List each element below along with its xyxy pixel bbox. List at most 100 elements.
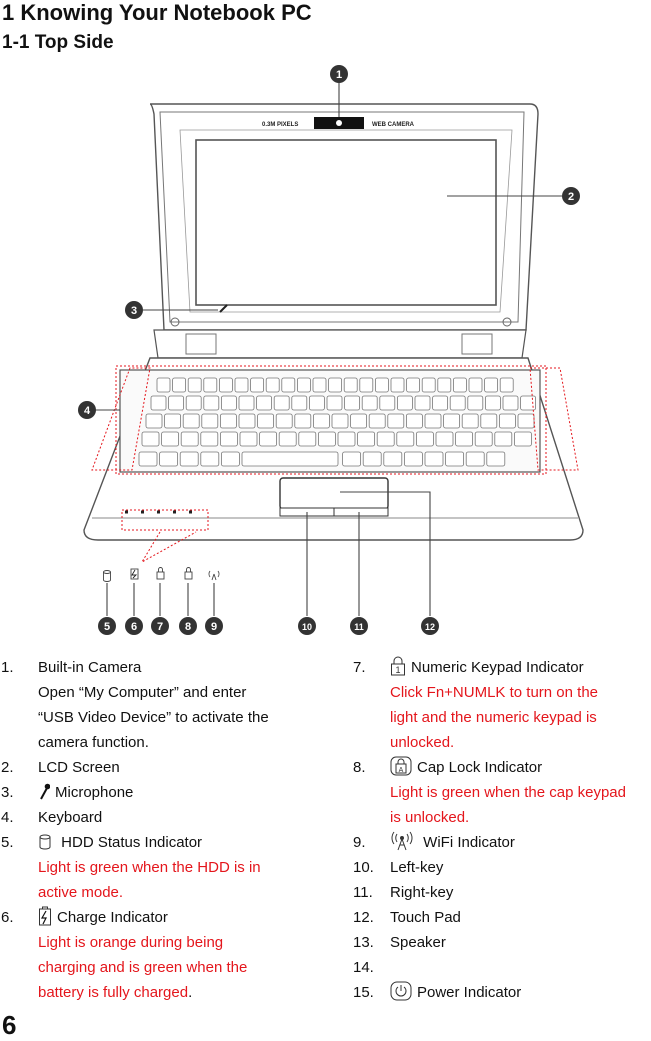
keyboard-key [359,377,374,393]
description-line: active mode. [38,884,124,901]
list-item-text: Right-key [390,884,454,901]
touchpad-right-key [333,507,389,517]
keyboard-key [234,377,249,393]
keyboard-key [443,413,461,429]
keyboard-key [357,431,376,447]
keyboard-key [337,431,356,447]
keyboard-key [180,431,199,447]
keyboard-key [138,451,158,467]
description-line: “USB Video Device” to activate the [38,709,269,726]
description-line: Click Fn+NUMLK to turn on the [390,684,599,701]
callout-12-circle [421,617,439,635]
keyboard-key [291,395,308,411]
keyboard-key [502,395,519,411]
list-item-description: Click Fn+NUMLK to turn on the [353,680,651,705]
keyboard-key [465,451,485,467]
description-line: light and the numeric keypad is [390,709,597,726]
keyboard-key [200,451,220,467]
keyboard-key [437,377,452,393]
list-item-text: Charge Indicator [57,909,168,926]
list-item-number: 5. [1,834,14,851]
page-title: 1 Knowing Your Notebook PC [2,0,312,25]
list-item-text: Speaker [390,934,446,951]
keyboard-key [376,431,395,447]
keyboard-key [405,413,423,429]
list-item-label: Charge Indicator [38,905,168,934]
list-item-description: unlocked. [353,730,651,755]
numlock-icon: 1 [390,656,406,684]
list-item-description: charging and is green when the [1,955,316,980]
callout-3-circle [125,301,143,319]
list-item: 1. Built-in Camera [1,655,316,680]
callout-7-circle [151,617,169,635]
list-item-number: 1. [1,659,14,676]
hdd-icon [38,833,52,859]
power-icon [390,981,412,1009]
base [83,357,584,541]
keyboard-key [298,431,317,447]
keyboard-key [390,377,405,393]
camera-text-left: 0.3M PIXELS [262,122,298,128]
camera-icon [336,120,342,126]
keyboard-key [494,431,513,447]
list-item: 11.Right-key [353,880,651,905]
keyboard-key [421,377,436,393]
keyboard-key [187,377,202,393]
callout-11-circle [350,617,368,635]
list-item-label: Left-key [390,855,443,880]
list-item-description: battery is fully charged. [1,980,316,1005]
list-item-description: is unlocked. [353,805,651,830]
list-item-text: Built-in Camera [38,659,142,676]
keyboard-key [278,431,297,447]
list-item-description: Open “My Computer” and enter [1,680,316,705]
list-item-text: Numeric Keypad Indicator [411,659,584,676]
list-item-text: Cap Lock Indicator [417,759,543,776]
callout-10-circle [298,617,316,635]
keyboard-key [498,413,516,429]
keyboard-key [344,395,361,411]
description-line: unlocked. [390,734,455,751]
callout-9-circle [205,617,223,635]
keyboard-key [455,431,474,447]
list-item-description: camera function. [1,730,316,755]
list-item-description: Light is orange during being [1,930,316,955]
keyboard-key [220,451,240,467]
callout-1-circle [330,65,348,83]
keyboard-key [343,377,358,393]
list-item: 4.Keyboard [1,805,316,830]
list-item-description: Light is green when the cap keypad [353,780,651,805]
keyboard-key [342,451,362,467]
keyboard-key [361,395,378,411]
keyboard-key [259,431,278,447]
keyboard-key [415,431,434,447]
microphone-mark [219,304,228,313]
keyboard-key [499,377,514,393]
description-suffix: . [188,984,193,1001]
keyboard-key [256,395,273,411]
list-item-label: Power Indicator [390,980,521,1009]
keyboard-key [201,413,219,429]
keyboard-key [219,413,237,429]
list-item-label: Speaker [390,930,446,955]
callout-4-circle [78,401,96,419]
callout-9-label: 9 [211,621,217,633]
keyboard-key [387,413,405,429]
list-item-number: 14. [353,959,374,976]
keyboard-key [159,451,179,467]
keyboard-key [449,395,466,411]
keyboard-key [200,431,219,447]
callout-2-circle [562,187,580,205]
keyboard-key [317,431,336,447]
callout-12-label: 12 [425,622,435,632]
description-line: charging and is green when the [38,959,248,976]
keyboard-key [350,413,368,429]
callout-8-label: 8 [185,621,191,633]
list-item-number: 10. [353,859,374,876]
list-item-label: Touch Pad [390,905,461,930]
indicator-icons [103,567,220,582]
list-item-label: Keyboard [38,805,102,830]
list-item-number: 15. [353,984,374,1001]
keyboard-key [414,395,431,411]
